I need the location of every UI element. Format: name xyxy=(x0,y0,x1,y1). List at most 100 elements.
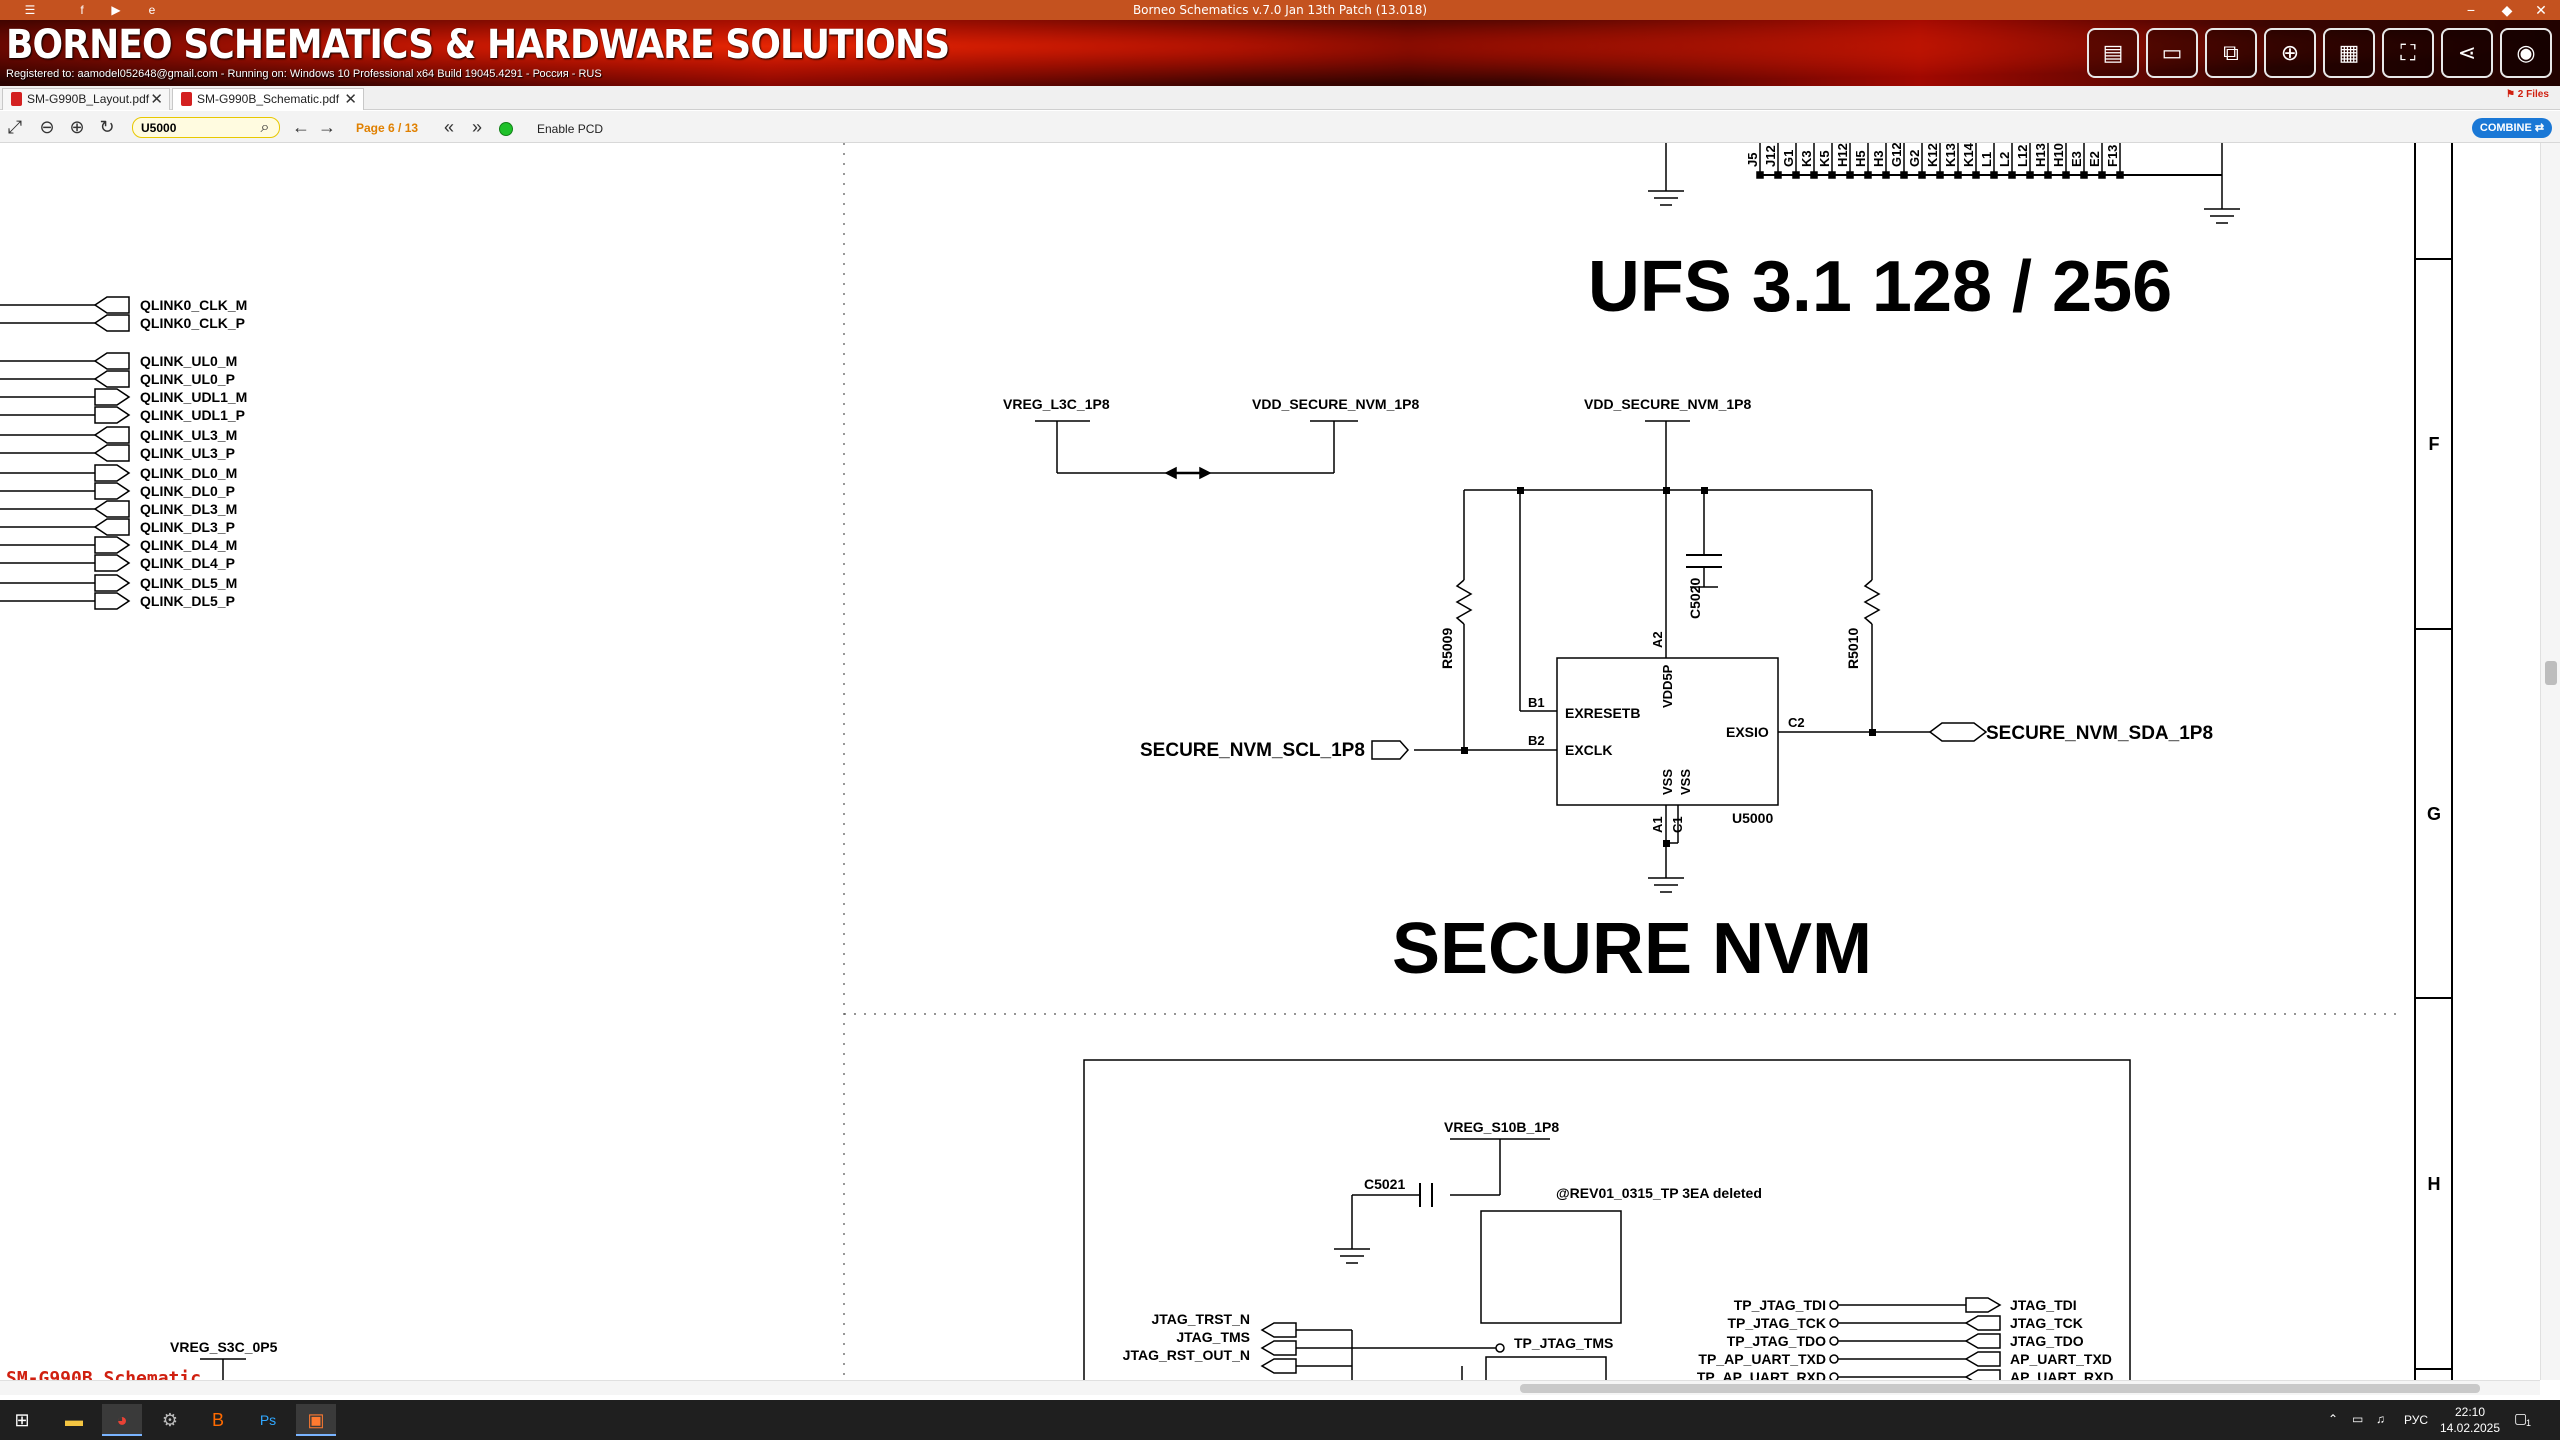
photoshop-icon[interactable]: Ps xyxy=(259,1412,277,1428)
magnifier-icon[interactable]: ⊕ xyxy=(2264,28,2316,78)
rotate-icon[interactable]: ↻ xyxy=(99,117,115,137)
qlink-port xyxy=(93,426,130,444)
qlink-net-label: QLINK0_CLK_M xyxy=(140,297,247,313)
junction-dots xyxy=(1461,487,1876,847)
ufs-pin-label: J5 xyxy=(1745,153,1760,167)
vertical-scroll-thumb[interactable] xyxy=(2545,661,2557,685)
notification-icon[interactable]: ▢ xyxy=(2514,1410,2528,1426)
tab-label: SM-G990B_Layout.pdf xyxy=(27,92,150,106)
jtag-right-label-4: AP_UART_TXD xyxy=(2010,1351,2112,1367)
next-result-icon[interactable]: → xyxy=(318,117,336,137)
qlink-port xyxy=(93,500,130,518)
document-tabs: SM-G990B_Layout.pdf ✕ SM-G990B_Schematic… xyxy=(0,86,2560,110)
qlink-net-label: QLINK_UDL1_P xyxy=(140,407,245,423)
tool-app-icon[interactable]: ⚙ xyxy=(161,1410,179,1430)
search-input[interactable] xyxy=(132,117,280,138)
screen-capture-icon[interactable]: ⛶ xyxy=(2382,28,2434,78)
ufs-pin-junction xyxy=(1972,171,1980,179)
ufs-pin-junction xyxy=(1828,171,1836,179)
jtag-block xyxy=(1083,1059,2131,1380)
zone-label-f: F xyxy=(2429,434,2440,454)
tp-jtag-tms: TP_JTAG_TMS xyxy=(1514,1335,1613,1351)
ufs-pin-junction xyxy=(1756,171,1764,179)
maximize-icon[interactable]: ◆ xyxy=(2501,2,2513,18)
user-account-icon[interactable]: ◉ xyxy=(2500,28,2552,78)
facebook-icon[interactable]: f xyxy=(80,3,84,17)
schematic-canvas[interactable]: UFS 3.1 128 / 256 SECURE NVM VREG_L3C_1P… xyxy=(0,143,2560,1395)
tab-schematic[interactable]: SM-G990B_Schematic.pdf ✕ xyxy=(172,88,364,110)
qlink-port xyxy=(94,388,131,406)
tray-chevron-icon[interactable]: ⌃ xyxy=(2328,1412,2339,1426)
previous-page-icon[interactable]: « xyxy=(443,117,454,137)
combine-button[interactable]: COMBINE ⇄ xyxy=(2472,118,2552,138)
ufs-pin-label: K14 xyxy=(1961,143,1976,167)
search-icon[interactable]: ⌕ xyxy=(260,119,270,136)
ufs-pin-label: F13 xyxy=(2105,145,2120,167)
browser-icon[interactable]: e xyxy=(148,3,156,17)
ufs-pin-label: E3 xyxy=(2069,151,2084,167)
devices-icon[interactable]: ⧉ xyxy=(2205,28,2257,78)
windows-start-icon[interactable]: ⊞ xyxy=(14,1410,30,1430)
previous-result-icon[interactable]: ← xyxy=(292,117,310,137)
horizontal-scrollbar[interactable] xyxy=(0,1380,2540,1395)
close-window-icon[interactable]: ✕ xyxy=(2535,2,2547,18)
ufs-pin-label: H3 xyxy=(1871,150,1886,167)
enable-pcd-label[interactable]: Enable PCD xyxy=(537,122,604,136)
language-indicator[interactable]: РУС xyxy=(2404,1413,2429,1427)
tp-label-2: TP_JTAG_TCK xyxy=(1727,1315,1826,1331)
b-app-icon[interactable]: B xyxy=(211,1410,224,1430)
pcd-status-dot[interactable] xyxy=(499,122,513,136)
share-icon[interactable]: ⋖ xyxy=(2441,28,2493,78)
ufs-pin-label: L1 xyxy=(1979,152,1994,167)
vertical-scrollbar[interactable] xyxy=(2540,143,2560,1380)
qlink-net-label: QLINK_UL0_M xyxy=(140,353,237,369)
ufs-pin-label: K5 xyxy=(1817,150,1832,167)
document-list-icon[interactable]: ▤ xyxy=(2087,28,2139,78)
minimize-icon[interactable]: − xyxy=(2466,2,2476,18)
windows-taskbar: ⊞ ▬ ◕ ⚙ B Ps ▣ ⌃ ▭ ♫ РУС 22:10 14.02.202… xyxy=(0,1400,2560,1440)
jtag-right-label-1: JTAG_TDI xyxy=(2010,1297,2077,1313)
qlink-port xyxy=(94,536,131,554)
pin-vdd5p: VDD5P xyxy=(1660,664,1675,708)
tp-label-5: TP_AP_UART_RXD xyxy=(1697,1369,1826,1380)
calendar-download-icon[interactable]: ▦ xyxy=(2323,28,2375,78)
pdf-icon xyxy=(11,92,22,106)
pin-exclk: EXCLK xyxy=(1565,742,1612,758)
clock-date: 14.02.2025 xyxy=(2439,1421,2501,1435)
ufs-pin-junction xyxy=(2098,171,2106,179)
menu-icon[interactable]: ☰ xyxy=(24,3,36,17)
borneo-app-icon[interactable]: ▣ xyxy=(296,1404,336,1436)
secure-nvm-circuit xyxy=(1035,420,1988,893)
zoom-out-icon[interactable]: ⊖ xyxy=(39,117,55,137)
ufs-pin-label: L2 xyxy=(1997,152,2012,167)
net-vdd-secure-a: VDD_SECURE_NVM_1P8 xyxy=(1252,396,1419,412)
net-vdd-secure-b: VDD_SECURE_NVM_1P8 xyxy=(1584,396,1751,412)
next-page-icon[interactable]: » xyxy=(471,117,482,137)
network-icon[interactable]: ▭ xyxy=(2352,1412,2364,1426)
qlink-port xyxy=(94,464,131,482)
qlink-net-label: QLINK_DL4_P xyxy=(140,555,235,571)
qlink-net-label: QLINK_DL5_P xyxy=(140,593,235,609)
jtag-left-label-2: JTAG_TMS xyxy=(1176,1329,1250,1345)
pin-num-c1: C1 xyxy=(1670,816,1685,833)
volume-icon[interactable]: ♫ xyxy=(2376,1412,2385,1426)
system-clock[interactable]: 22:10 14.02.2025 xyxy=(2430,1404,2510,1436)
close-tab-icon[interactable]: ✕ xyxy=(344,91,357,108)
files-icon: ⚑ xyxy=(2506,89,2515,100)
chrome-icon[interactable]: ◕ xyxy=(102,1404,142,1436)
fit-page-icon[interactable]: ⤢ xyxy=(7,117,23,137)
ufs-pin-junction xyxy=(1918,171,1926,179)
close-tab-icon[interactable]: ✕ xyxy=(150,91,163,108)
horizontal-scroll-thumb[interactable] xyxy=(1520,1384,2480,1393)
video-icon[interactable]: ▶ xyxy=(111,3,121,17)
zoom-in-icon[interactable]: ⊕ xyxy=(69,117,85,137)
ufs-pin-junction xyxy=(1990,171,1998,179)
qlink-port xyxy=(93,296,130,314)
sda-port xyxy=(1928,722,1988,742)
file-explorer-icon[interactable]: ▬ xyxy=(65,1410,83,1430)
ufs-pin-junction xyxy=(1900,171,1908,179)
clock-time: 22:10 xyxy=(2454,1405,2486,1419)
tab-layout[interactable]: SM-G990B_Layout.pdf ✕ xyxy=(2,88,170,110)
laptop-icon[interactable]: ▭ xyxy=(2146,28,2198,78)
